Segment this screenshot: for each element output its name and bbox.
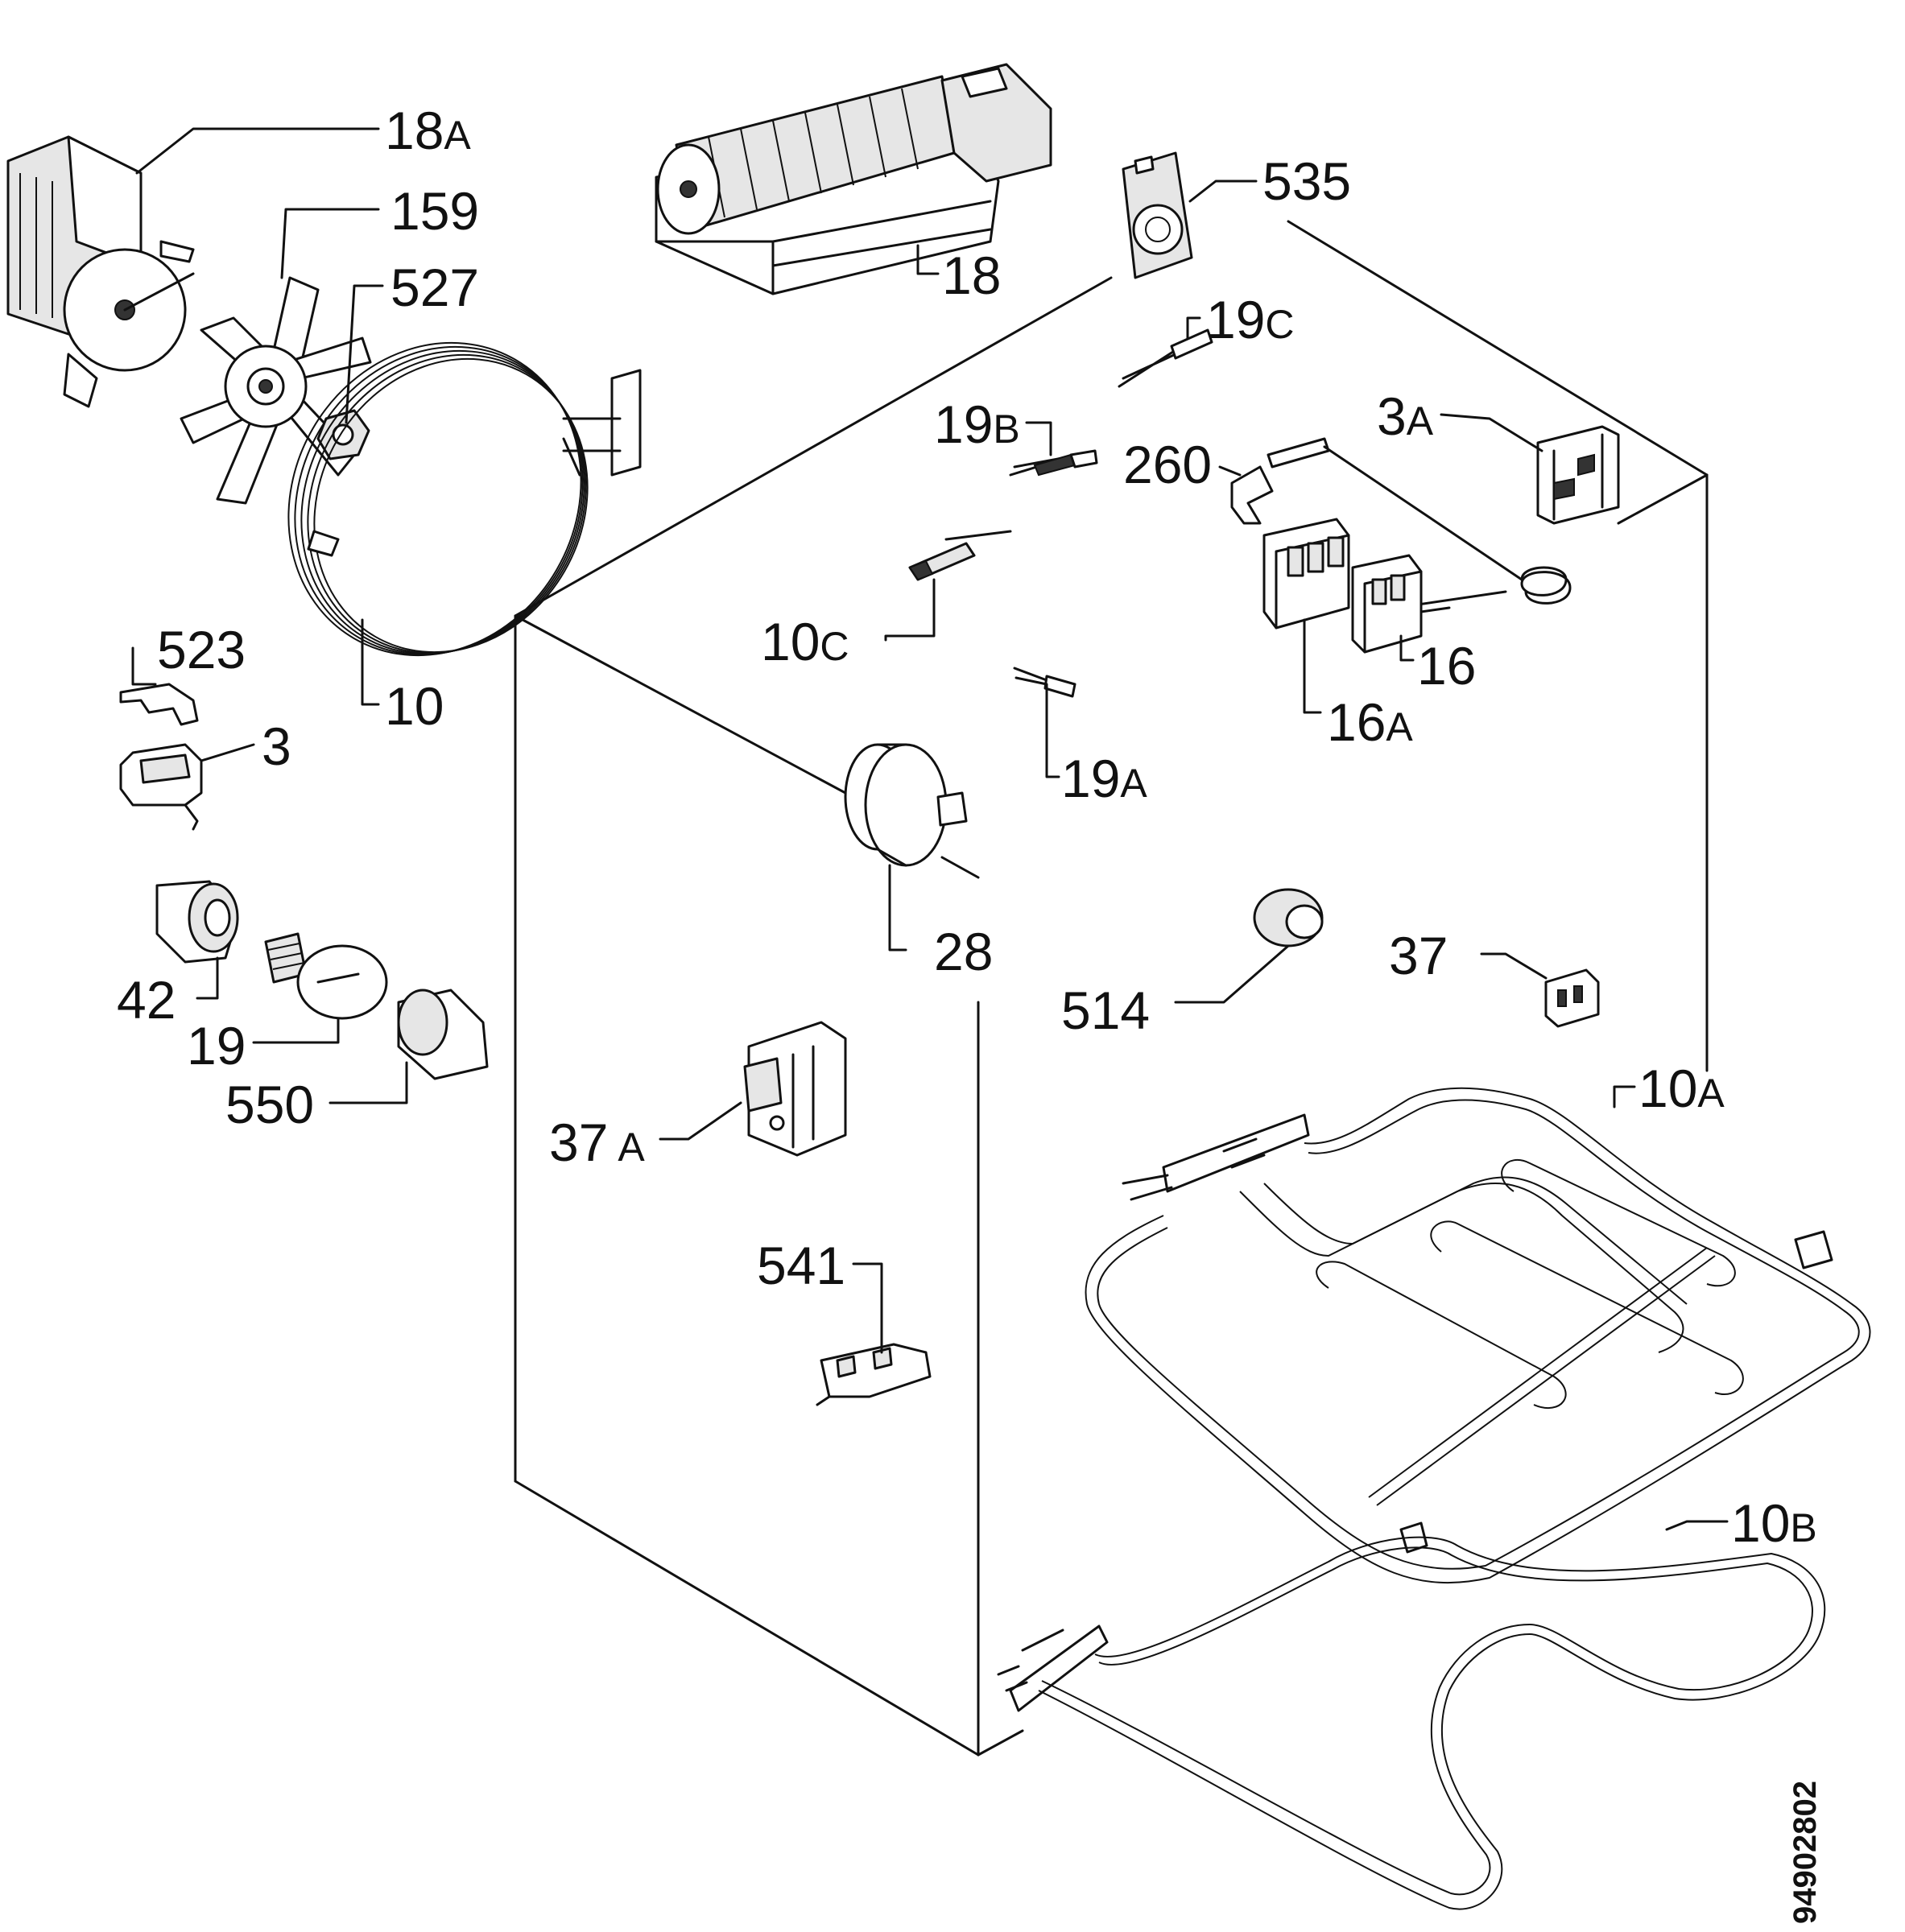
lamp-bulb-19 — [264, 932, 388, 1020]
label-19: 19 — [187, 1016, 246, 1075]
label-16: 16 — [1417, 636, 1476, 696]
label-550: 550 — [225, 1075, 314, 1134]
label-541: 541 — [757, 1236, 845, 1295]
label-3: 3 — [262, 716, 291, 776]
label-3a: 3A — [1377, 386, 1434, 446]
label-535: 535 — [1262, 151, 1351, 211]
label-527: 527 — [391, 258, 479, 317]
lamp-cover-535 — [1122, 151, 1193, 279]
sensor-19b — [1009, 449, 1098, 477]
label-523: 523 — [157, 620, 246, 679]
label-514: 514 — [1061, 980, 1150, 1040]
thermostat-3 — [119, 743, 203, 831]
label-10: 10 — [385, 676, 444, 736]
label-10a: 10A — [1638, 1059, 1725, 1118]
part-labels: 18A 159 527 18 535 19C 19B 260 3A 10C 16 — [117, 101, 1817, 1553]
label-19b: 19B — [934, 394, 1020, 454]
label-18: 18 — [942, 246, 1001, 305]
switch-16a — [1262, 518, 1350, 630]
circular-element-10 — [287, 341, 642, 657]
grommet-514 — [1253, 888, 1324, 947]
label-10c: 10C — [761, 612, 849, 671]
connector-541 — [816, 1343, 932, 1406]
selector-switch-28 — [844, 743, 968, 867]
terminal-block-37a — [743, 1021, 847, 1157]
sensor-10c — [908, 542, 976, 581]
label-18a: 18A — [385, 101, 471, 160]
terminal-block-37 — [1544, 968, 1600, 1028]
label-10b: 10B — [1731, 1493, 1817, 1553]
label-28: 28 — [934, 922, 993, 981]
label-19c: 19C — [1206, 290, 1295, 349]
sensor-19c — [1118, 328, 1213, 388]
thermostat-3a — [1536, 425, 1620, 525]
fan-motor-18a — [6, 135, 195, 408]
document-number: 94902802 — [1787, 1781, 1823, 1924]
switch-16 — [1351, 554, 1451, 654]
thermostat-probe-260 — [1230, 437, 1572, 605]
fan-blade-159 — [180, 276, 372, 505]
label-42: 42 — [117, 970, 176, 1030]
label-19a: 19A — [1061, 749, 1147, 808]
tangential-fan-18 — [655, 63, 1052, 295]
leader-lines — [131, 127, 1729, 1531]
lamp-holder-42 — [155, 880, 239, 964]
lamp-glass-550 — [397, 989, 489, 1080]
sensor-19a — [1013, 667, 1076, 698]
label-159: 159 — [391, 181, 479, 241]
bottom-element-10b — [997, 1536, 1826, 1910]
label-260: 260 — [1123, 435, 1212, 494]
grill-element-10a — [1085, 1087, 1871, 1583]
clip-523 — [119, 683, 199, 726]
label-37: 37 — [1389, 926, 1448, 985]
label-16a: 16A — [1327, 692, 1413, 752]
